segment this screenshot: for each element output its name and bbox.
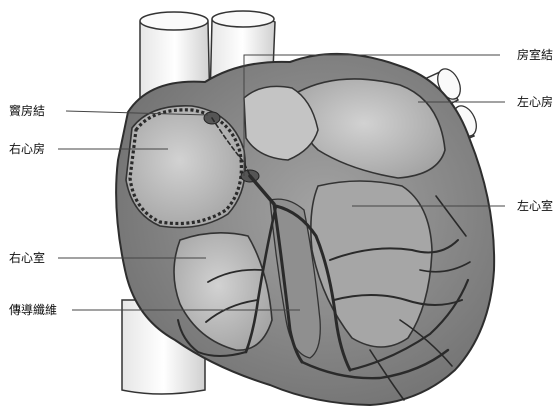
label-right-atrium: 右心房	[8, 142, 46, 156]
label-atrioventricular-node: 房室結	[516, 48, 554, 62]
label-left-ventricle: 左心室	[516, 199, 554, 213]
label-left-atrium: 左心房	[516, 95, 554, 109]
label-right-ventricle: 右心室	[8, 251, 46, 265]
label-conduction-fibers: 傳導纖維	[8, 303, 58, 317]
label-sinoatrial-node: 竇房結	[8, 104, 46, 118]
